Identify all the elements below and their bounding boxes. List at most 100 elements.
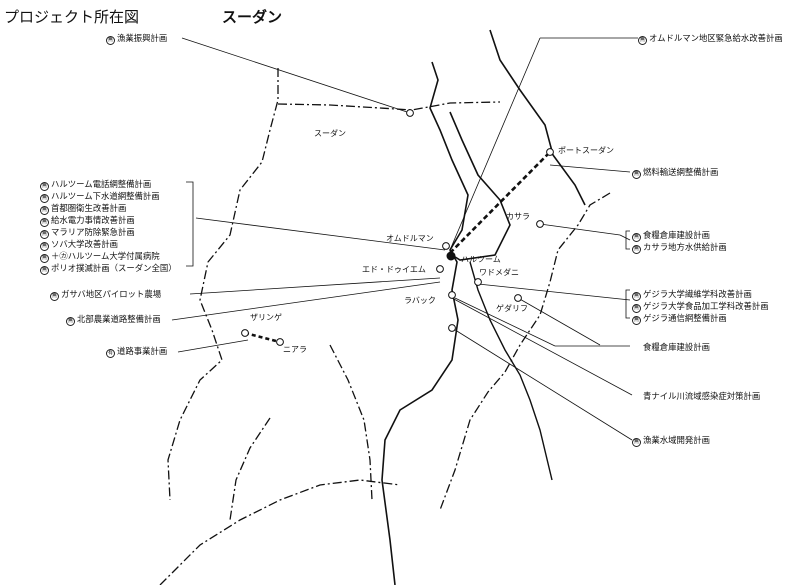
project-label: 無ハルツーム下水道網整備計画 [40, 191, 160, 203]
project-label: 無ゲジラ通信網整備計画 [632, 313, 727, 325]
project-label-fisheries-water: 無漁業水域開発計画 [632, 435, 710, 447]
project-group-gezira: 無ゲジラ大学繊維学科改善計画 無ゲジラ大学食品加工学科改善計画 無ゲジラ通信網整… [632, 289, 769, 325]
port-sudan-railway [449, 151, 551, 254]
place-label-port-sudan: ポートスーダン [558, 146, 614, 155]
grant-mark-icon: 無 [632, 292, 641, 301]
grant-mark-icon: 無 [632, 438, 641, 447]
grant-mark-icon: 無 [40, 266, 49, 275]
leader-fuel-transport [549, 164, 631, 173]
grant-mark-icon: 無 [40, 206, 49, 215]
grant-mark-icon: 無 [638, 36, 647, 45]
leader-kassala [619, 234, 631, 241]
project-label: 無カサラ地方水供給計画 [632, 242, 727, 254]
leader-fisheries [181, 37, 411, 114]
grant-mark-icon: 無 [40, 242, 49, 251]
project-label-blue-nile: 青ナイル川流域感染症対策計画 [643, 391, 761, 401]
leader-gezira [477, 283, 631, 301]
city-marker-omdurman [442, 242, 450, 250]
project-label: 無ソバ大学改善計画 [40, 239, 118, 251]
project-label: 無首都圏衛生改善計画 [40, 203, 127, 215]
project-label-food-storage: 食糧倉庫建設計画 [643, 342, 710, 352]
leader-fisheries-water [451, 327, 633, 441]
project-label: 無食糧倉庫建設計画 [632, 230, 710, 242]
project-group-kassala: 無食糧倉庫建設計画 無カサラ地方水供給計画 [632, 230, 727, 254]
capital-marker-khartoum [446, 251, 456, 261]
bracket-gezira-group [625, 289, 630, 319]
city-marker-wad-medani [474, 278, 482, 286]
city-marker-fisheries [406, 109, 414, 117]
project-label-roads: 有道路事業計画 [106, 346, 168, 358]
place-label-gedaref: ゲダリフ [496, 304, 528, 313]
city-marker-south [448, 324, 456, 332]
project-group-khartoum: 無ハルツーム電話網整備計画 無ハルツーム下水道網整備計画 無首都圏衛生改善計画 … [40, 179, 177, 275]
grant-mark-icon: 無 [50, 292, 59, 301]
project-label-fuel-transport: 無燃料輸送網整備計画 [632, 167, 719, 179]
city-marker-zalingei [241, 329, 249, 337]
place-label-wad-medani: ワドメダニ [479, 268, 519, 277]
grant-mark-icon: 無 [66, 317, 75, 326]
leader-gedaref-storage [454, 297, 556, 347]
grant-mark-icon: 無 [40, 254, 49, 263]
grant-mark-icon: 無 [106, 36, 115, 45]
place-label-ed-dueim: エド・ドゥイエム [362, 265, 426, 274]
project-label: 無ポリオ撲滅計画（スーダン全国） [40, 263, 177, 275]
grant-mark-icon: 無 [40, 230, 49, 239]
place-label-kassala: カサラ [506, 212, 530, 221]
country-border [329, 344, 373, 501]
leader-blue-nile [451, 297, 633, 396]
grant-mark-icon: 無 [40, 182, 49, 191]
city-marker-ed-dueim [436, 265, 444, 273]
grant-mark-icon: 無 [40, 218, 49, 227]
grant-mark-icon: 無 [632, 233, 641, 242]
country-border [167, 68, 279, 501]
nile-river [381, 61, 469, 585]
project-label: 無給水電力事情改善計画 [40, 215, 135, 227]
project-label-northern-roads: 無北部農業道路整備計画 [66, 314, 161, 326]
loan-mark-icon: 有 [106, 349, 115, 358]
grant-mark-icon: 無 [40, 194, 49, 203]
country-border [439, 192, 611, 511]
leader-northern-roads [171, 281, 441, 321]
page-title: プロジェクト所在図 [4, 8, 140, 26]
place-label-khartoum: ハルツーム [461, 255, 501, 264]
project-label-gazabah: 無ガサバ地区パイロット農場 [50, 289, 162, 301]
project-label-fisheries: 無漁業振興計画 [106, 33, 168, 45]
city-marker-kassala [536, 220, 544, 228]
project-label: 無＋㋕ハルツーム大学付属病院 [40, 251, 160, 263]
leader-khartoum-group [195, 217, 446, 251]
country-title: スーダン [222, 8, 283, 26]
zalingei-nyala-road [244, 331, 281, 344]
project-label: 無ハルツーム電話網整備計画 [40, 179, 152, 191]
leader-gazabah [189, 277, 441, 295]
bracket-khartoum-group [186, 181, 194, 267]
atbara-river [469, 261, 553, 481]
project-label: 無マラリア防除緊急計画 [40, 227, 135, 239]
white-nile-river [449, 111, 511, 261]
country-border [229, 417, 271, 521]
leader-gedaref-storage [517, 297, 601, 346]
place-label-omdurman: オムドルマン [386, 234, 434, 243]
leader-omdurman-water [449, 37, 541, 251]
grant-mark-icon: 無 [632, 245, 641, 254]
grant-mark-icon: 無 [632, 170, 641, 179]
project-label: 無ゲジラ大学繊維学科改善計画 [632, 289, 752, 301]
city-marker-port-sudan [546, 148, 554, 156]
city-marker-nyala [276, 338, 284, 346]
grant-mark-icon: 無 [632, 316, 641, 325]
blue-nile-river [489, 29, 586, 206]
leader-kassala [539, 223, 621, 236]
place-label-rabak: ラバック [404, 296, 436, 305]
leader-roads [177, 339, 249, 353]
city-marker-gedaref [514, 294, 522, 302]
place-label-sudan: スーダン [314, 129, 346, 138]
city-marker-rabak [448, 291, 456, 299]
place-label-zalingei: ザリンゲ [250, 313, 282, 322]
bracket-kassala-group [625, 230, 630, 250]
project-label-omdurman-water: 無オムドルマン地区緊急給水改善計画 [638, 33, 783, 45]
country-border [159, 479, 401, 585]
place-label-nyala: ニアラ [283, 345, 307, 354]
project-label: 無ゲジラ大学食品加工学科改善計画 [632, 301, 769, 313]
grant-mark-icon: 無 [632, 304, 641, 313]
